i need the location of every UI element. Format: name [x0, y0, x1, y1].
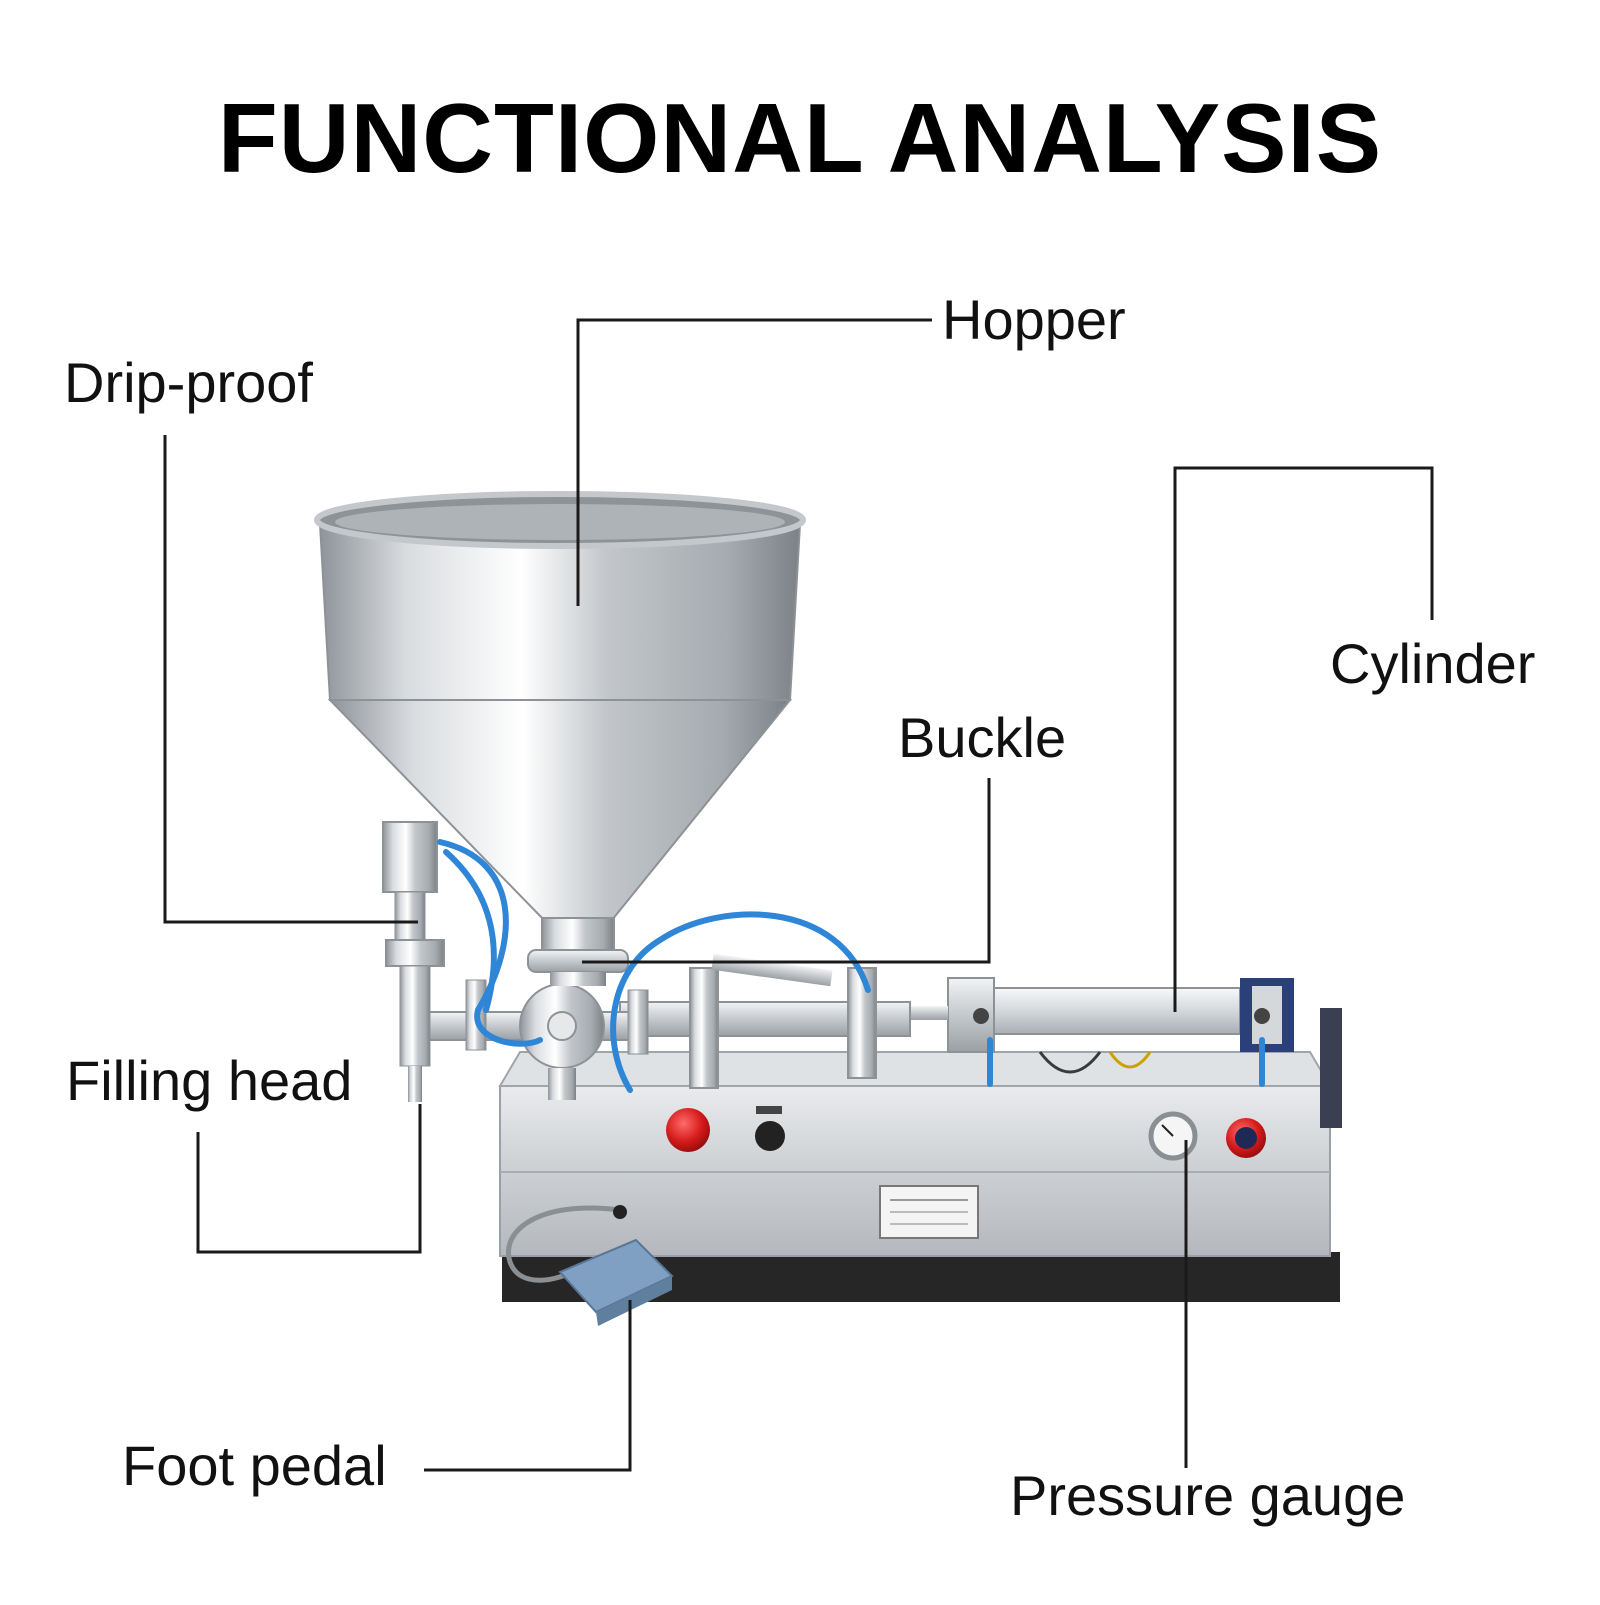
machine-base-group: [498, 1008, 1342, 1302]
leader-lines: [163, 318, 1434, 1472]
filling-head-nozzle: [382, 821, 445, 1102]
leader-foot-pedal: [424, 1300, 632, 1472]
valve-body: [419, 979, 649, 1100]
leader-buckle: [582, 778, 991, 964]
label-hopper: Hopper: [942, 288, 1126, 351]
pneumatic-cylinder: [890, 977, 1294, 1074]
leader-filling-head: [196, 1104, 422, 1254]
hopper-cylinder-wall: [318, 523, 802, 701]
control-panel: [666, 1106, 1266, 1161]
label-pressure-gauge: Pressure gauge: [1010, 1464, 1406, 1527]
rear-motor-dark: [1320, 1008, 1342, 1128]
leader-drip-proof: [163, 435, 418, 924]
selector-switch-plate: [756, 1106, 782, 1114]
selector-switch-knob: [755, 1121, 785, 1151]
air-hoses: [437, 839, 1265, 1093]
page-title: FUNCTIONAL ANALYSIS: [217, 83, 1383, 193]
drip-proof-cylinder: [382, 821, 438, 893]
cylinder-tube: [993, 987, 1241, 1035]
label-filling-head: Filling head: [66, 1049, 353, 1112]
label-drip-proof: Drip-proof: [64, 351, 313, 414]
leader-cylinder: [1173, 466, 1434, 1012]
leader-hopper: [576, 318, 932, 606]
hopper-outlet: [541, 917, 615, 953]
label-cylinder: Cylinder: [1330, 632, 1536, 695]
foot-pedal-assembly: [506, 1205, 674, 1326]
label-foot-pedal: Foot pedal: [122, 1434, 387, 1497]
label-buckle: Buckle: [898, 706, 1067, 769]
hopper-funnel: [314, 491, 806, 986]
emergency-stop-button: [666, 1108, 710, 1152]
